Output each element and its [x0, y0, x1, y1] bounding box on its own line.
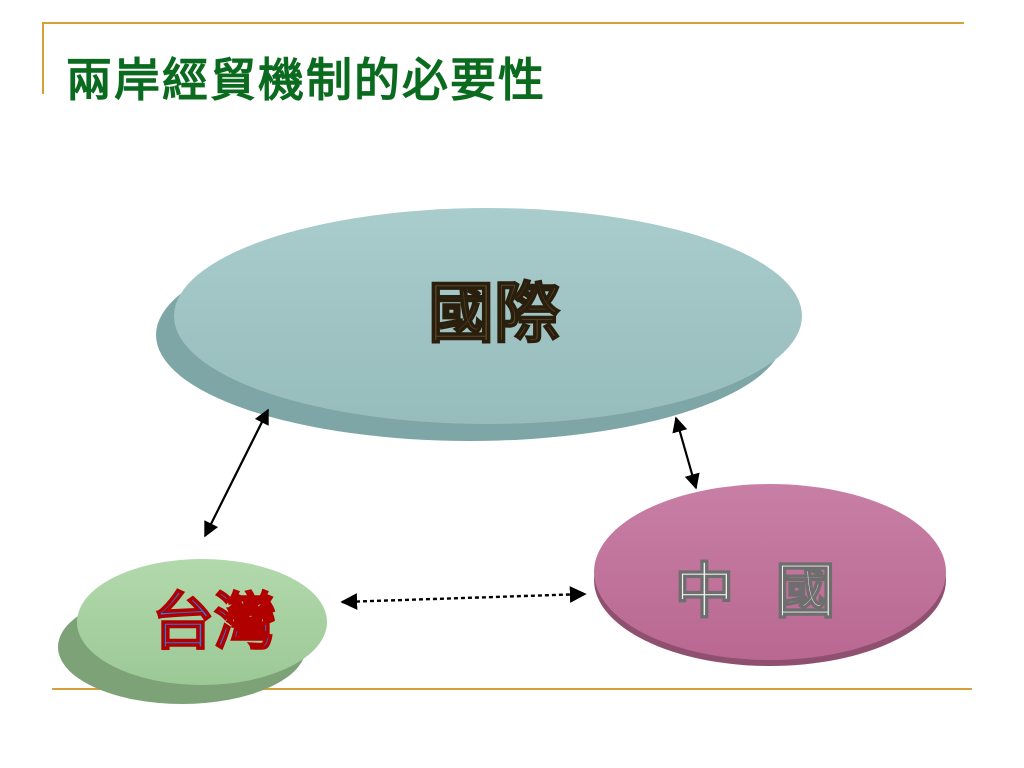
bottom-frame-line	[52, 688, 972, 690]
top-frame-line	[42, 22, 964, 24]
node-international: 國際	[156, 208, 802, 441]
node-china-face	[594, 484, 946, 660]
node-taiwan: 台灣	[58, 559, 327, 704]
arrow-taiwan-china	[340, 586, 587, 610]
slide-title: 兩岸經貿機制的必要性	[66, 53, 546, 107]
node-china: 中 國	[594, 484, 946, 666]
node-international-label: 國際	[428, 274, 560, 352]
arrow-international-taiwan	[204, 408, 269, 538]
node-taiwan-face	[77, 559, 327, 685]
arrow-international-china	[672, 416, 700, 490]
node-china-label: 中 國	[675, 557, 846, 627]
node-taiwan-label: 台灣	[152, 585, 276, 658]
left-frame-line	[42, 22, 44, 94]
node-international-face	[174, 208, 802, 424]
